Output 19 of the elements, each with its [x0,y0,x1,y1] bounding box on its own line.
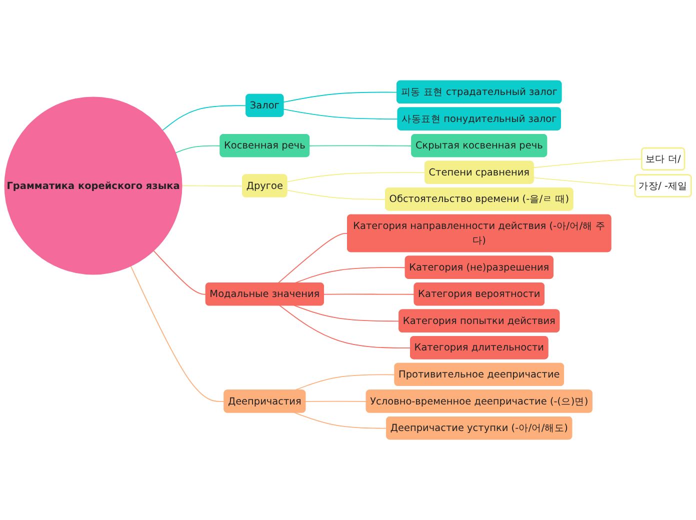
connector [286,172,426,182]
connector [304,400,368,402]
connector [323,294,416,295]
connector [533,177,636,186]
connector [533,158,642,168]
connector [162,105,248,132]
connector [152,250,207,295]
connector [308,145,413,146]
connector [130,265,226,402]
connector [293,412,388,429]
connector [282,92,398,103]
connector [181,185,244,186]
connector [282,108,399,120]
connector [286,190,386,200]
connector [277,233,348,284]
connector [174,145,222,154]
connector [279,304,412,348]
node-circle: Грамматика корейского языка [4,96,182,275]
connector [293,304,400,322]
